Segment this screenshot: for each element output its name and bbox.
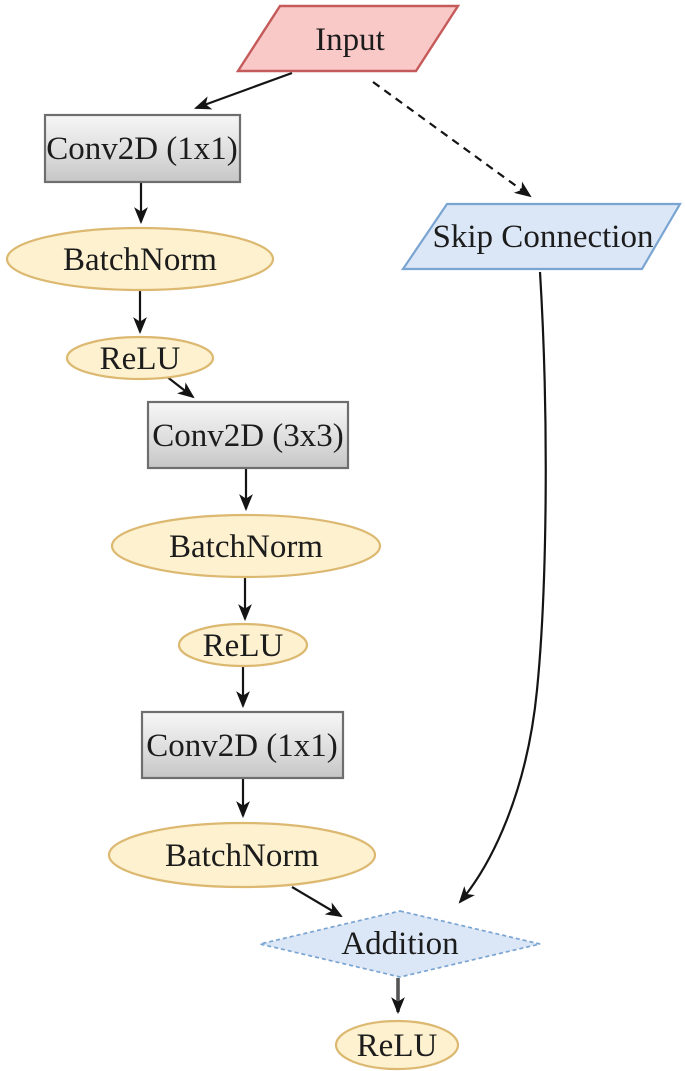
- node-batchnorm2: BatchNorm: [110, 513, 382, 579]
- edges-layer: [133, 71, 547, 1015]
- edge-input-skip: [372, 81, 532, 198]
- relu1-label: ReLU: [100, 341, 181, 377]
- batchnorm1-ellipse: [5, 226, 275, 292]
- node-relu2: ReLU: [177, 622, 309, 668]
- input-label: Input: [315, 22, 385, 58]
- batchnorm2-ellipse: [110, 513, 382, 579]
- batchnorm2-label: BatchNorm: [169, 529, 323, 565]
- node-batchnorm1: BatchNorm: [5, 226, 275, 292]
- relu1-ellipse: [65, 335, 215, 381]
- relu3-ellipse: [334, 1019, 460, 1071]
- addition-label: Addition: [341, 926, 458, 962]
- node-batchnorm3: BatchNorm: [107, 821, 377, 889]
- batchnorm1-label: BatchNorm: [63, 242, 217, 278]
- node-conv2: Conv2D (3x3): [146, 400, 350, 470]
- node-conv1: Conv2D (1x1): [43, 113, 242, 184]
- node-skip-connection: Skip Connection: [400, 202, 682, 271]
- conv1-rect: [43, 113, 242, 184]
- node-addition: Addition: [259, 910, 541, 978]
- node-relu1: ReLU: [65, 335, 215, 381]
- addition-diamond: [259, 910, 541, 978]
- edge-skip-add: [458, 271, 547, 904]
- node-input: Input: [235, 4, 461, 73]
- relu2-ellipse: [177, 622, 309, 668]
- conv3-label: Conv2D (1x1): [146, 728, 338, 764]
- conv2-label: Conv2D (3x3): [152, 418, 344, 454]
- conv1-label: Conv2D (1x1): [46, 131, 238, 167]
- edge-input-conv1: [194, 71, 293, 110]
- conv2-rect: [146, 400, 350, 470]
- edge-bn3-add: [291, 886, 343, 918]
- skip-connection-label: Skip Connection: [433, 219, 654, 255]
- node-conv3: Conv2D (1x1): [140, 710, 345, 780]
- node-relu3: ReLU: [334, 1019, 460, 1071]
- batchnorm3-ellipse: [107, 821, 377, 889]
- input-parallelogram: [235, 4, 461, 73]
- batchnorm3-label: BatchNorm: [165, 838, 319, 874]
- relu2-label: ReLU: [203, 628, 284, 664]
- skip-connection-parallelogram: [400, 202, 682, 271]
- relu3-label: ReLU: [357, 1028, 438, 1064]
- edge-relu1-conv2: [165, 375, 195, 399]
- conv3-rect: [140, 710, 345, 780]
